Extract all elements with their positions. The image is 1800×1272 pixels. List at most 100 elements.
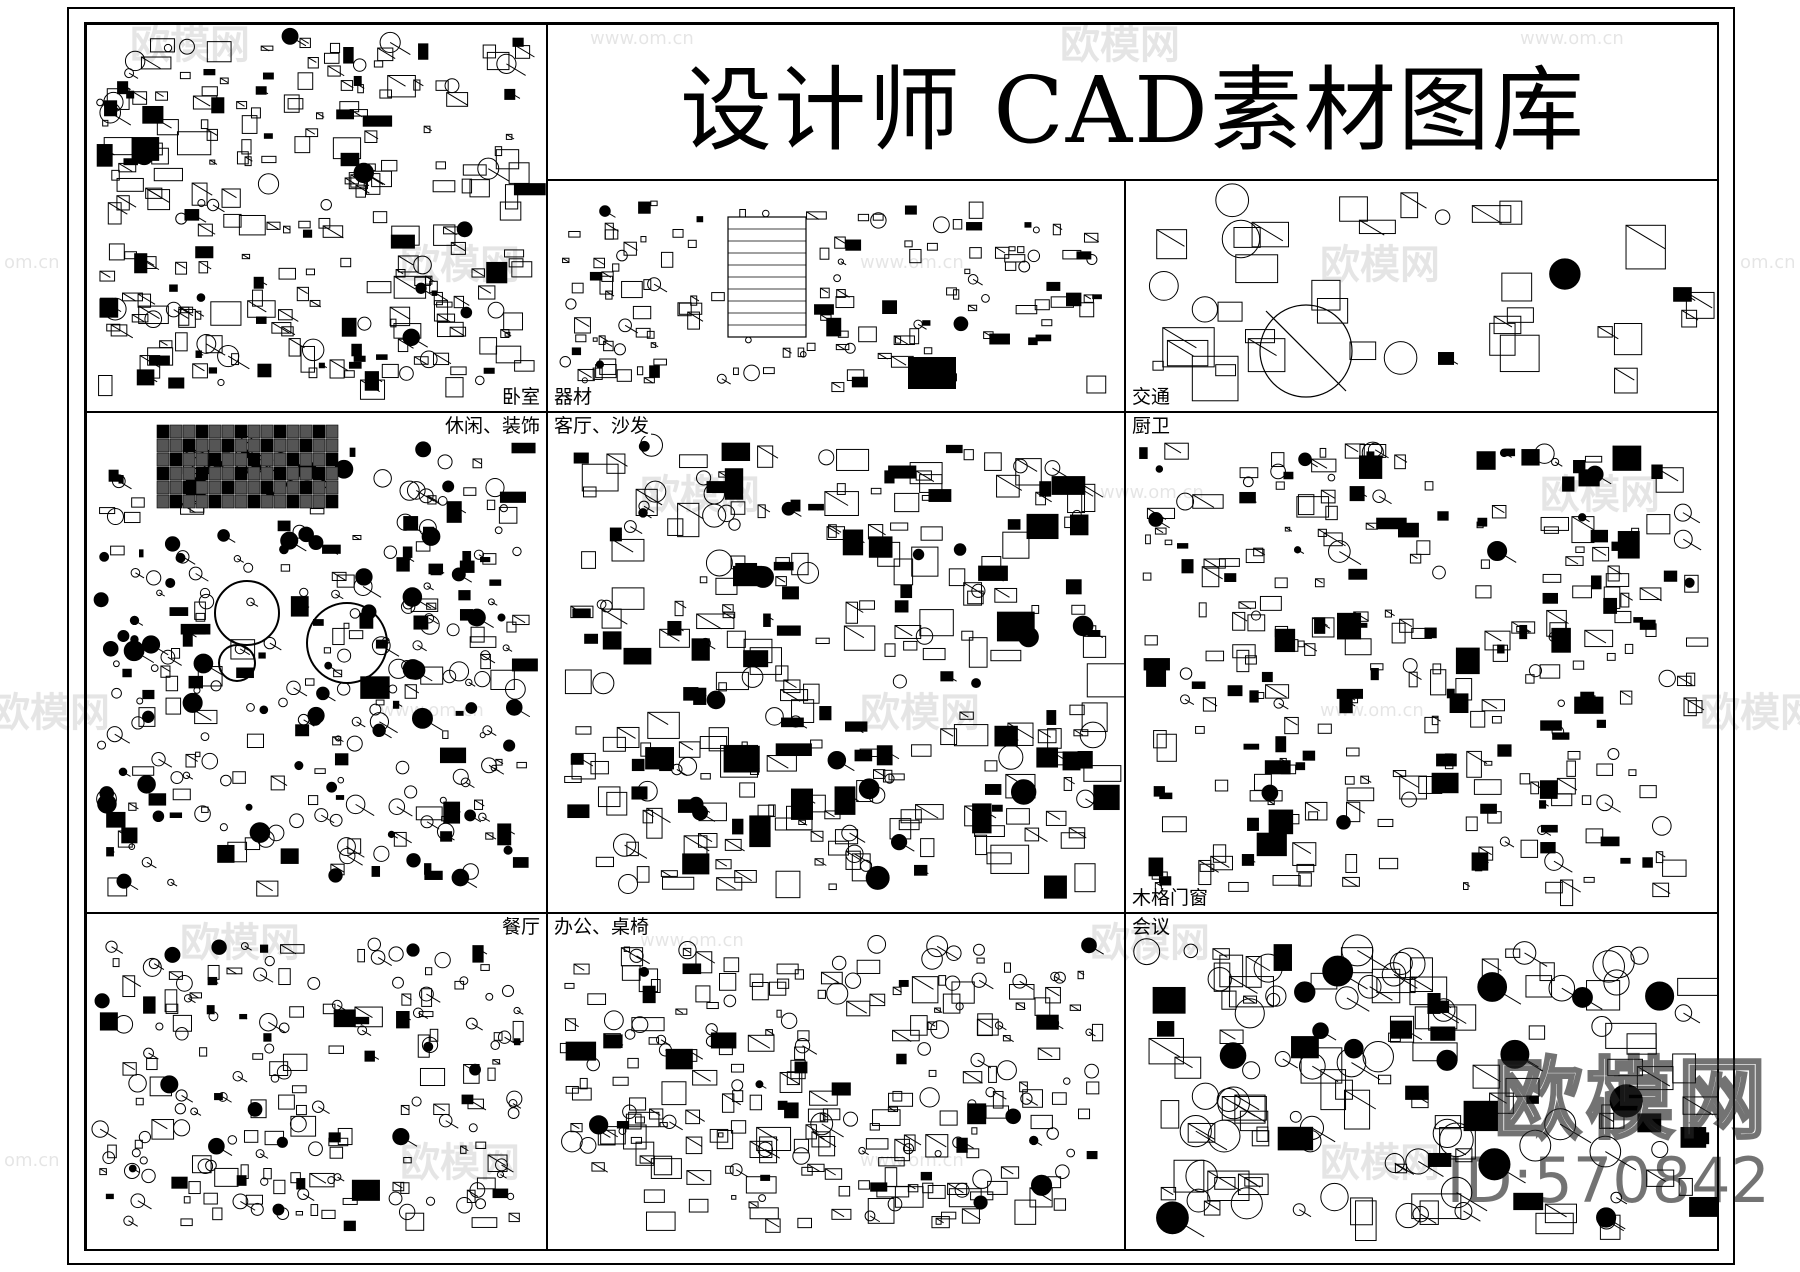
furniture-symbol	[319, 362, 328, 369]
furniture-symbol	[511, 261, 533, 278]
furniture-symbol	[192, 363, 208, 379]
fixture-symbol	[1367, 442, 1383, 458]
plant-decor-symbol	[220, 774, 232, 787]
furniture-symbol	[512, 37, 524, 45]
plant-decor-symbol	[245, 803, 253, 811]
plant-decor-symbol	[470, 626, 485, 643]
fixture-symbol	[1606, 652, 1616, 661]
dining-set-symbol	[247, 1102, 263, 1117]
fixture-symbol	[1590, 529, 1609, 543]
meeting-table-symbol	[1411, 1193, 1462, 1220]
plant-decor-symbol	[505, 699, 523, 716]
meeting-table-symbol	[1599, 1112, 1615, 1123]
plant-decor-symbol	[497, 823, 512, 846]
desk-chair-symbol	[867, 934, 887, 954]
furniture-symbol	[450, 366, 467, 376]
meeting-table-symbol	[1646, 1169, 1666, 1182]
desk-chair-symbol	[561, 1130, 583, 1153]
equipment-symbol	[846, 369, 865, 381]
plant-decor-symbol	[459, 609, 473, 621]
furniture-symbol	[128, 72, 139, 79]
dining-set-symbol	[419, 986, 434, 1002]
plant-decor-symbol	[132, 766, 155, 776]
paving-pattern-tile	[273, 466, 287, 481]
paving-pattern-tile	[156, 438, 170, 453]
meeting-table-symbol	[1244, 1177, 1263, 1187]
plant-decor-symbol	[297, 713, 310, 726]
meeting-table-symbol	[1677, 977, 1718, 996]
meeting-table-symbol	[1526, 1095, 1539, 1104]
sofa-symbol	[1051, 476, 1086, 495]
meeting-table-symbol	[1440, 1176, 1473, 1209]
equipment-symbol	[677, 302, 692, 317]
vehicle-symbol	[1156, 229, 1185, 247]
desk-chair-symbol	[684, 1053, 692, 1059]
sofa-symbol	[828, 840, 849, 856]
desk-chair-symbol	[695, 951, 716, 964]
meeting-table-symbol	[1384, 1153, 1405, 1174]
meeting-table-symbol	[1592, 950, 1626, 983]
sofa-symbol	[1074, 863, 1096, 893]
plant-decor-symbol	[474, 799, 485, 807]
equipment-symbol	[592, 367, 603, 380]
sofa-symbol	[659, 753, 673, 772]
fixture-symbol	[1164, 442, 1189, 460]
paving-pattern-tile	[312, 452, 326, 467]
furniture-symbol	[483, 367, 495, 374]
desk-chair-symbol	[794, 1046, 806, 1060]
furniture-symbol	[419, 350, 438, 369]
fixture-symbol	[1544, 851, 1564, 871]
fixture-symbol	[1272, 875, 1301, 886]
furniture-symbol	[307, 57, 319, 69]
fixture-symbol	[1466, 750, 1488, 764]
vehicle-symbol	[1614, 367, 1638, 394]
desk-chair-symbol	[824, 1168, 843, 1180]
sofa-symbol	[790, 499, 801, 512]
furniture-symbol	[209, 159, 216, 165]
sofa-symbol	[623, 647, 652, 665]
fixture-symbol	[1620, 857, 1631, 864]
fixture-symbol	[1164, 442, 1182, 454]
desk-chair-symbol	[846, 1000, 867, 1014]
meeting-table-symbol	[1299, 1115, 1325, 1141]
equipment-symbol	[571, 282, 584, 294]
meeting-table-symbol	[1524, 952, 1548, 967]
fixture-symbol	[1284, 526, 1291, 532]
furniture-symbol	[197, 199, 206, 208]
furniture-symbol	[206, 41, 232, 63]
equipment-symbol	[646, 330, 655, 339]
plant-decor-symbol	[343, 622, 350, 629]
sofa-symbol	[737, 565, 755, 580]
dining-set-symbol	[506, 1192, 515, 1201]
sofa-symbol	[928, 489, 952, 502]
furniture-symbol	[184, 209, 200, 221]
plant-decor-symbol	[348, 630, 364, 640]
dining-set-symbol	[203, 1192, 218, 1205]
dining-set-symbol	[250, 1202, 264, 1216]
meeting-table-symbol	[1605, 1217, 1626, 1230]
paving-pattern-tile	[312, 466, 326, 481]
drawing-frame: 卧室 设计师 CAD素材图库 器材 交通 休闲、装饰 客厅、沙发 厨卫 木格门窗…	[84, 22, 1719, 1251]
plant-decor-symbol	[491, 601, 498, 606]
furniture-symbol	[300, 345, 315, 373]
desk-chair-symbol	[565, 1018, 576, 1031]
dining-set-symbol	[317, 1106, 330, 1115]
furniture-symbol	[198, 261, 209, 274]
sofa-symbol	[845, 721, 868, 732]
dining-set-symbol	[252, 1053, 264, 1060]
fixture-symbol	[1323, 532, 1343, 547]
plant-decor-symbol	[308, 535, 324, 551]
furniture-symbol	[443, 226, 457, 236]
equipment-symbol	[696, 216, 704, 223]
desk-chair-symbol	[1066, 1148, 1076, 1158]
sofa-symbol	[843, 625, 876, 651]
paving-pattern-tile	[260, 494, 274, 509]
desk-chair-symbol	[894, 1138, 912, 1150]
meeting-table-symbol	[1320, 1030, 1337, 1041]
meeting-table-symbol	[1405, 1085, 1422, 1097]
equipment-symbol	[837, 330, 849, 338]
fixture-symbol	[1393, 770, 1404, 777]
fixture-symbol	[1596, 763, 1614, 776]
sofa-symbol	[749, 815, 771, 848]
desk-chair-symbol	[678, 940, 697, 960]
